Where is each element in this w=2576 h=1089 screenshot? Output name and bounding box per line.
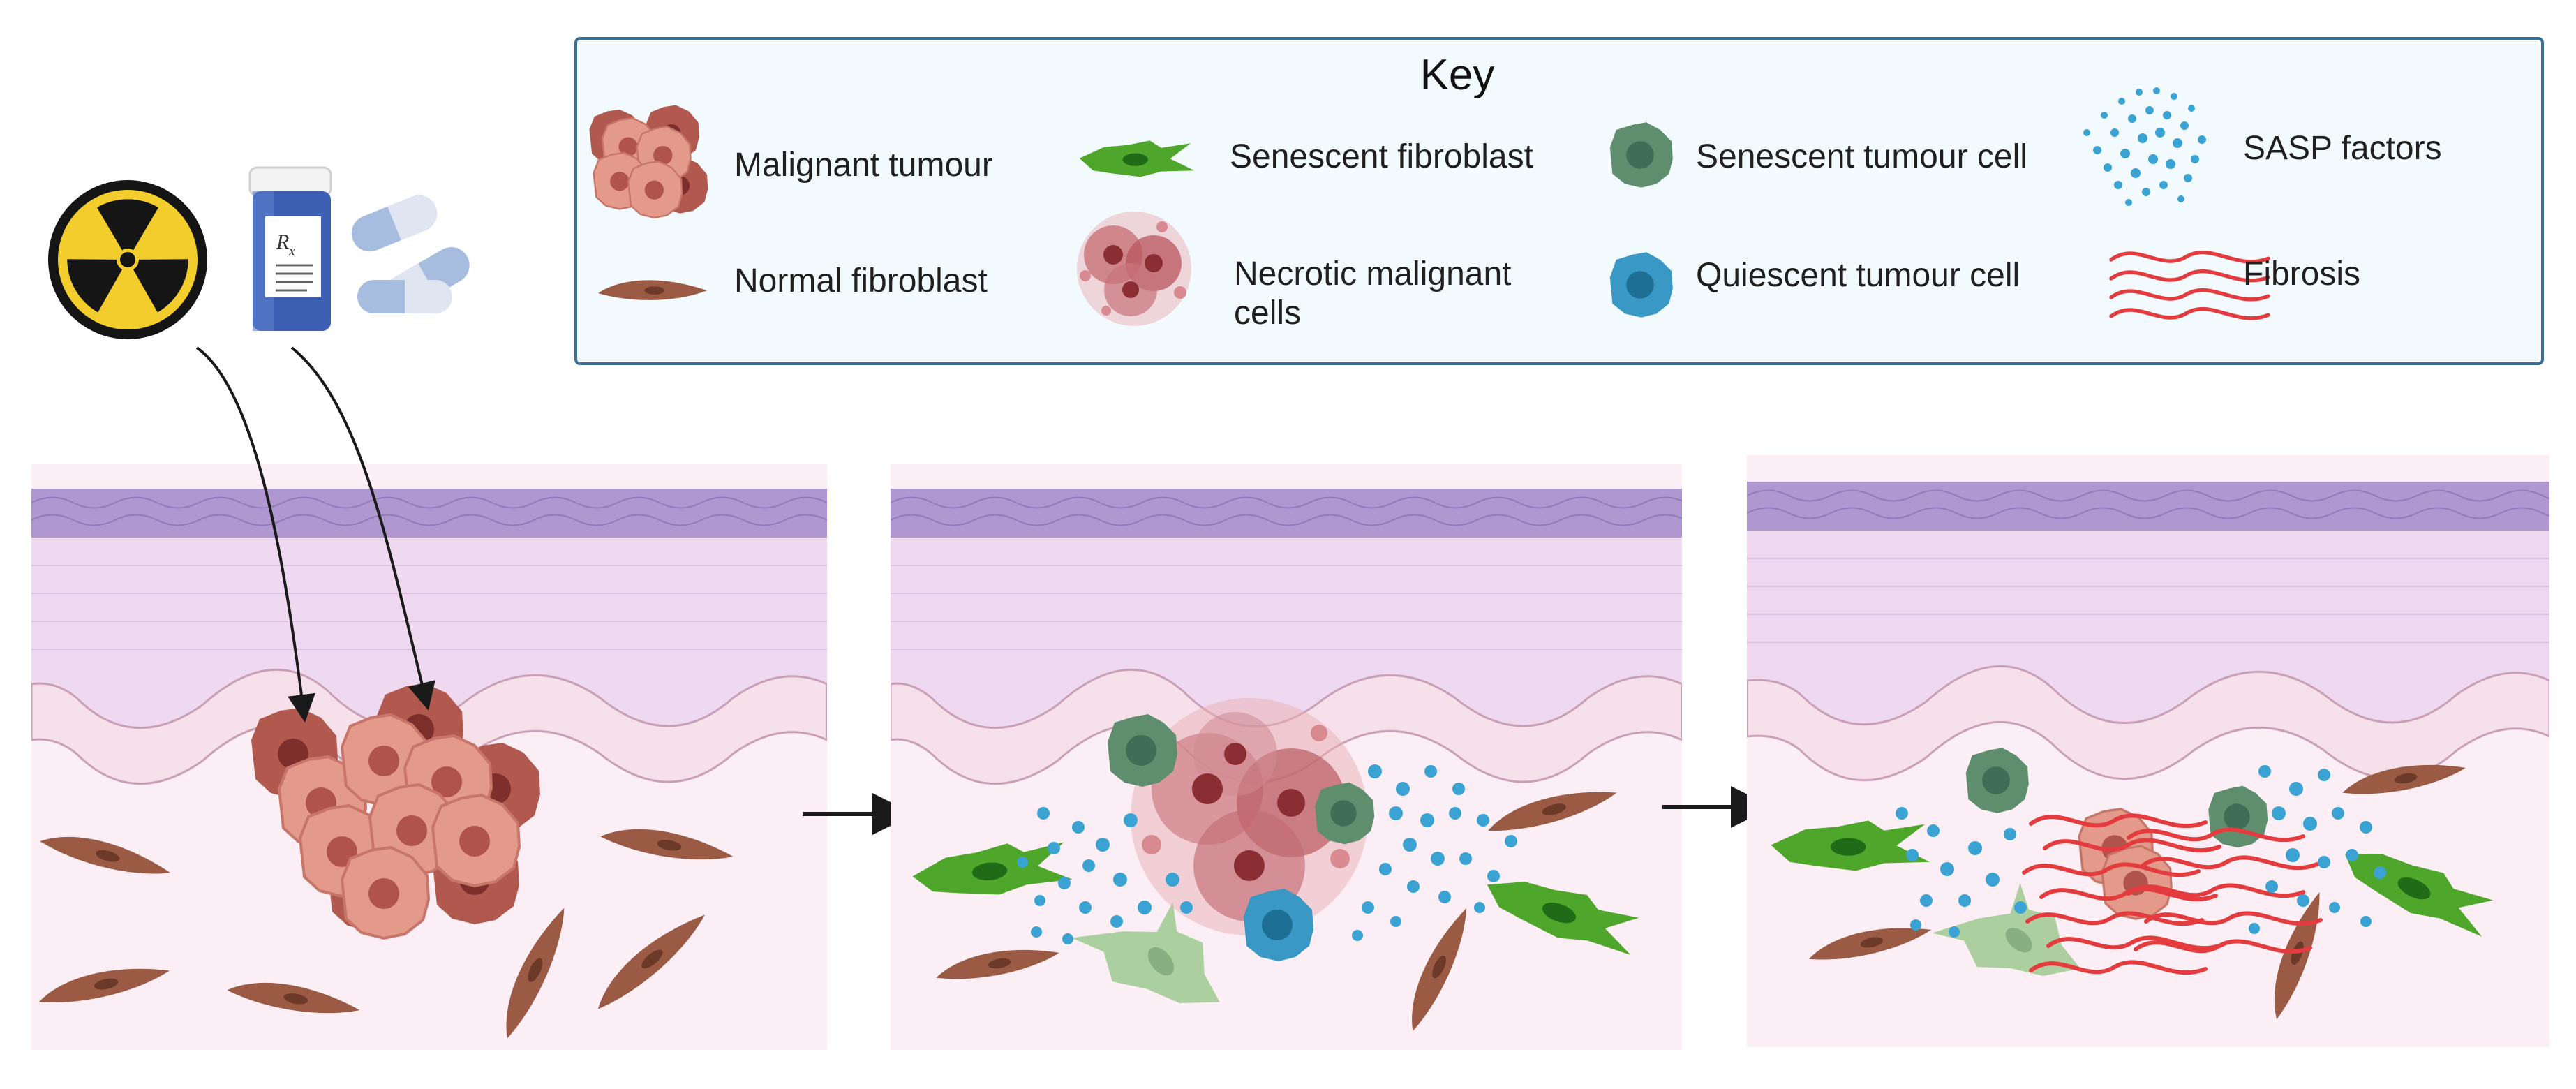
key-label-necrotic-line2: cells	[1234, 295, 1301, 332]
pill-bottle-icon: R x	[248, 166, 332, 331]
key-label-quiescent-tumour-cell: Quiescent tumour cell	[1696, 257, 2020, 294]
prescription-symbol: R	[276, 230, 289, 253]
radiation-icon	[48, 180, 207, 339]
key-label-necrotic-line1: Necrotic malignant	[1234, 255, 1512, 292]
key-title: Key	[1420, 51, 1495, 99]
key-label-sasp-factors: SASP factors	[2243, 130, 2442, 167]
key-legend: Key Malignant tumour Normal fibroblast S…	[574, 37, 2544, 365]
key-label-senescent-fibroblast: Senescent fibroblast	[1230, 138, 1533, 175]
panel-fibrosis	[1747, 455, 2549, 1047]
necrotic-cells-icon	[1077, 212, 1191, 326]
key-label-senescent-tumour-cell: Senescent tumour cell	[1696, 138, 2027, 175]
key-label-malignant-tumour: Malignant tumour	[734, 147, 993, 184]
panel-before-treatment	[31, 464, 827, 1050]
prescription-subscript: x	[288, 244, 295, 259]
capsule-pills-icon	[351, 195, 470, 313]
malignant-tumour-icon	[589, 105, 708, 219]
sasp-factors-icon	[2083, 87, 2206, 206]
drug-arrow	[290, 346, 435, 711]
key-label-normal-fibroblast: Normal fibroblast	[734, 262, 988, 299]
key-label-fibrosis: Fibrosis	[2243, 255, 2360, 292]
radiation-arrow	[195, 346, 315, 723]
panel-after-treatment	[891, 464, 1682, 1050]
